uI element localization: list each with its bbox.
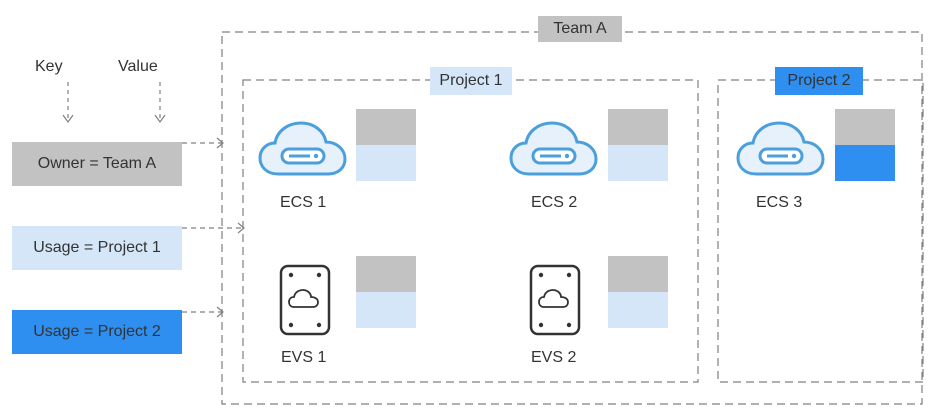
project2-boundary xyxy=(717,79,924,383)
team-boundary xyxy=(221,31,923,405)
usage-project2-tag: Usage = Project 2 xyxy=(12,310,182,354)
evs1-tag-chip xyxy=(356,256,416,328)
evs2-label: EVS 2 xyxy=(531,349,577,366)
evs1-label: EVS 1 xyxy=(281,349,327,366)
team-label: Team A xyxy=(538,16,622,42)
value-arrowhead xyxy=(154,114,166,124)
evs1-node[interactable] xyxy=(278,263,332,342)
ecs3-tag-chip xyxy=(835,109,895,181)
key-label: Key xyxy=(35,58,63,75)
cloud-server-icon xyxy=(509,121,598,176)
ecs3-label: ECS 3 xyxy=(756,194,803,211)
owner-tag: Owner = Team A xyxy=(12,142,182,186)
ecs2-tag-chip xyxy=(608,109,668,181)
cloud-server-icon xyxy=(258,121,347,176)
ecs3-node[interactable] xyxy=(736,118,826,185)
usage-project1-tag: Usage = Project 1 xyxy=(12,226,182,270)
evs2-tag-chip xyxy=(608,256,668,328)
ecs2-label: ECS 2 xyxy=(531,194,578,211)
disk-icon xyxy=(279,264,331,336)
key-arrowhead xyxy=(62,114,74,124)
ecs2-node[interactable] xyxy=(509,118,599,185)
value-label: Value xyxy=(118,58,158,75)
evs2-node[interactable] xyxy=(528,263,582,342)
ecs1-node[interactable] xyxy=(258,118,348,185)
disk-icon xyxy=(529,264,581,336)
ecs1-tag-chip xyxy=(356,109,416,181)
project1-label: Project 1 xyxy=(430,67,512,95)
cloud-server-icon xyxy=(736,121,825,176)
ecs1-label: ECS 1 xyxy=(280,194,327,211)
project2-label: Project 2 xyxy=(775,67,863,95)
